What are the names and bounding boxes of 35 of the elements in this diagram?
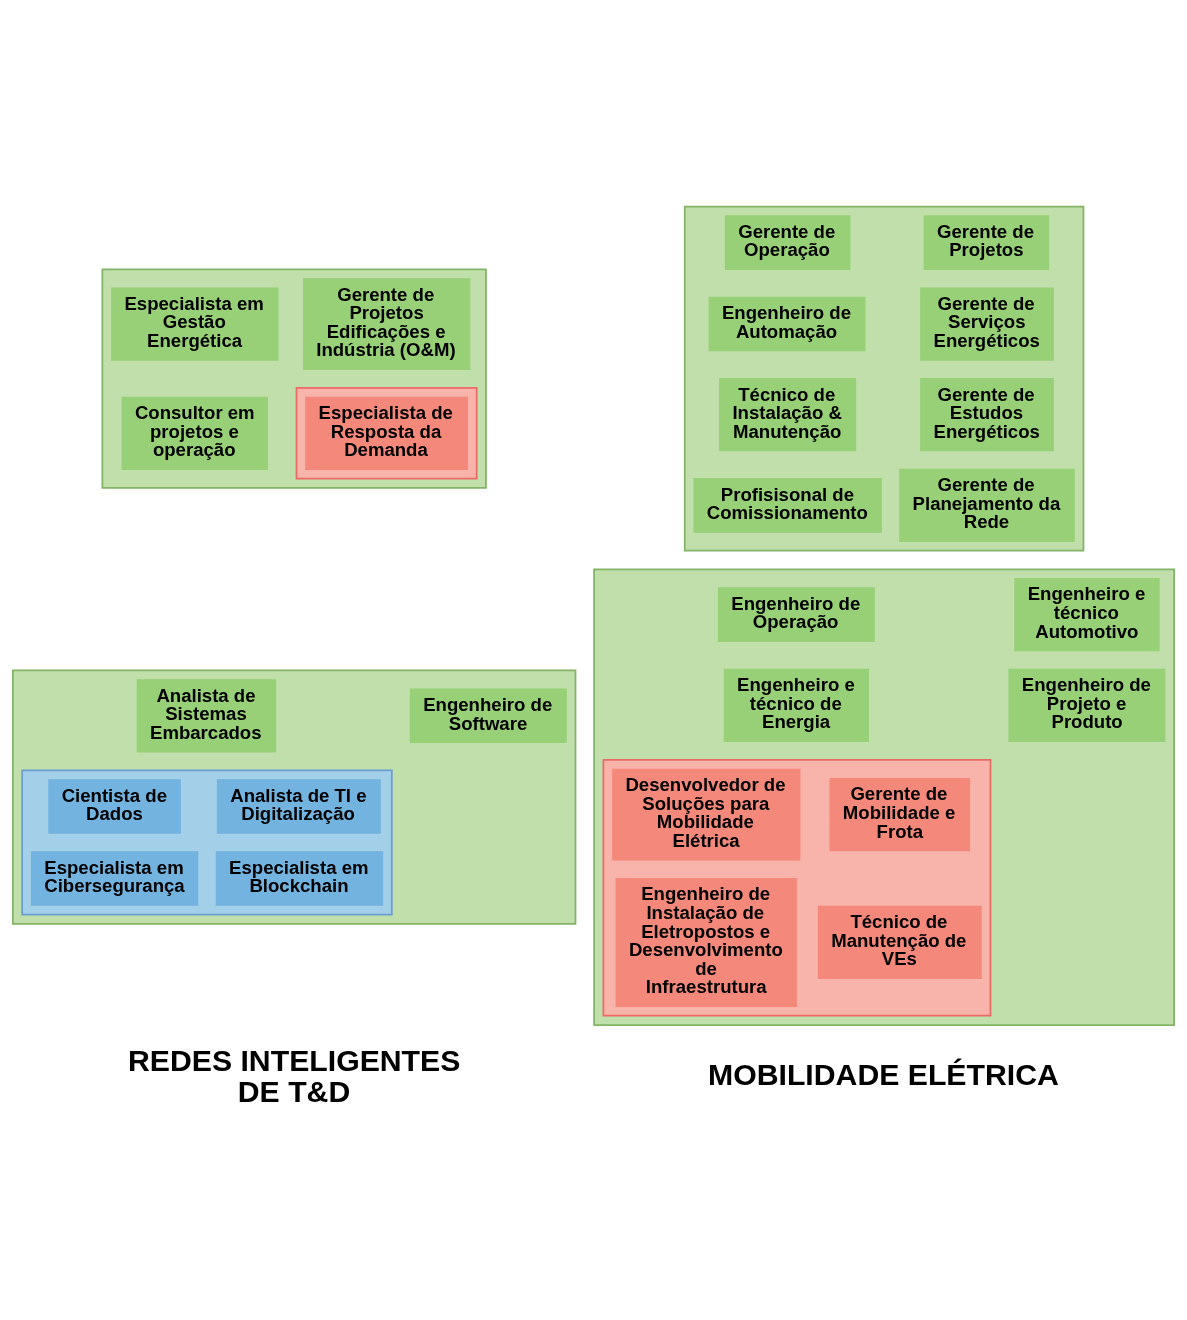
node-box: Analista de TI e Digitalização — [216, 779, 381, 834]
node-box: Gerente de Projetos Edificações e Indústria (O&M) — [302, 278, 471, 370]
cluster — [683, 205, 1085, 552]
node-box: Engenheiro de Projeto e Produto — [1008, 668, 1166, 742]
node-box: Gerente de Projetos — [923, 215, 1050, 270]
cluster — [101, 268, 487, 489]
node-box: Engenheiro de Instalação de Eletropostos e Desenvolvimento de Infraestrutura — [615, 877, 797, 1007]
node-box: Engenheiro de Software — [409, 688, 567, 744]
node-box: Cientista de Dados — [48, 779, 181, 834]
node-box: Engenheiro de Automação — [708, 296, 866, 352]
node-box: Especialista em Gestão Energética — [111, 287, 279, 361]
label: MOBILIDADE ELÉTRICA — [708, 1058, 1059, 1092]
node-box: Especialista em Blockchain — [215, 851, 384, 906]
node-box: Engenheiro de Operação — [717, 587, 875, 642]
cluster — [12, 669, 577, 925]
cluster — [295, 387, 478, 480]
node-box: Especialista em Cibersegurança — [30, 851, 199, 906]
node-box: Gerente de Operação — [724, 215, 851, 270]
node-box: Analista de Sistemas Embarcados — [136, 679, 277, 753]
node-box: Engenheiro e técnico de Energia — [723, 668, 869, 742]
node-box: Gerente de Estudos Energéticos — [920, 378, 1054, 452]
node-box: Técnico de Manutenção de VEs — [817, 905, 982, 980]
node-box: Gerente de Mobilidade e Frota — [829, 778, 971, 852]
node-box: Gerente de Serviços Energéticos — [920, 287, 1054, 361]
node-box: Profisisonal de Comissionamento — [693, 478, 882, 533]
cluster — [602, 759, 992, 1017]
node-box: Técnico de Instalação & Manutenção — [719, 378, 857, 452]
node-box: Desenvolvedor de Soluções para Mobilidade Elétrica — [612, 768, 801, 861]
cluster — [593, 568, 1175, 1026]
node-box: Engenheiro e técnico Automotivo — [1014, 578, 1160, 652]
node-box: Especialista de Resposta da Demanda — [305, 396, 468, 470]
label: REDES INTELIGENTES DE T&D — [127, 1044, 461, 1108]
node-box: Gerente de Planejamento da Rede — [899, 468, 1075, 542]
cluster — [21, 769, 393, 916]
node-box: Consultor em projetos e operação — [121, 396, 268, 470]
